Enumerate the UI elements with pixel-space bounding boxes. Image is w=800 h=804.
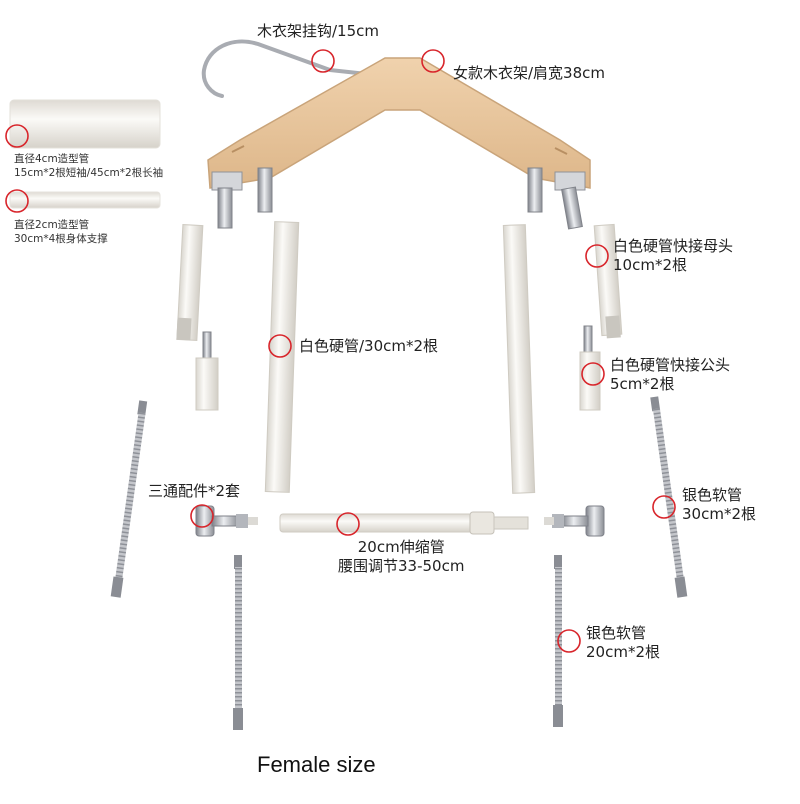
tee-fitting-left <box>195 505 258 537</box>
label-tee-fitting: 三通配件*2套 <box>148 482 241 500</box>
label-hose-20-line1: 银色软管 <box>586 624 647 642</box>
tee-fitting-right <box>544 505 605 537</box>
caption: Female size <box>257 752 376 777</box>
male-connector-left <box>195 331 219 411</box>
female-connector-right <box>593 223 623 339</box>
label-hanger: 女款木衣架/肩宽38cm <box>453 64 606 82</box>
marker-hose-20 <box>557 629 581 653</box>
label-tube-4cm-line1: 直径4cm造型管 <box>14 153 90 165</box>
label-female-connector-line2: 10cm*2根 <box>613 255 687 274</box>
marker-telescopic <box>336 512 360 536</box>
label-hose-30-line2: 30cm*2根 <box>682 504 756 523</box>
label-male-connector-line2: 5cm*2根 <box>610 374 675 393</box>
label-male-connector-line1: 白色硬管快接公头 <box>610 356 731 374</box>
label-hook: 木衣架挂钩/15cm <box>257 22 380 40</box>
female-connector-left <box>176 224 204 341</box>
label-female-connector-line1: 白色硬管快接母头 <box>613 237 734 255</box>
label-hose-20-line2: 20cm*2根 <box>586 642 660 661</box>
label-tube-2cm: 直径2cm造型管 30cm*4根身体支撑 <box>14 218 108 246</box>
marker-male-connector <box>581 362 605 386</box>
white-pipe-right <box>502 224 536 494</box>
marker-tee-fitting <box>190 504 214 528</box>
silver-hose-30-right <box>650 396 688 598</box>
silver-hose-20-left <box>233 555 243 730</box>
label-tube-4cm: 直径4cm造型管 15cm*2根短袖/45cm*2根长袖 <box>14 152 163 180</box>
hanger-clip-right <box>527 167 586 230</box>
label-tube-2cm-line1: 直径2cm造型管 <box>14 219 90 231</box>
telescopic-tube <box>279 511 529 535</box>
silver-hose-30-left <box>110 400 148 598</box>
label-hose-30-line1: 银色软管 <box>682 486 743 504</box>
label-hose-20: 银色软管 20cm*2根 <box>586 624 660 662</box>
marker-hook <box>311 49 335 73</box>
label-telescopic-line1: 20cm伸缩管 <box>357 538 445 556</box>
marker-tube-4cm <box>5 124 29 148</box>
label-telescopic: 20cm伸缩管 腰围调节33-50cm <box>338 538 464 576</box>
label-female-connector: 白色硬管快接母头 10cm*2根 <box>613 237 733 275</box>
tube-4cm-sample <box>9 99 161 149</box>
hanger-clip-left <box>211 167 273 229</box>
label-hose-30: 银色软管 30cm*2根 <box>682 486 756 524</box>
label-telescopic-line2: 腰围调节33-50cm <box>338 556 465 575</box>
tube-2cm-sample <box>9 191 161 209</box>
marker-white-pipe <box>268 334 292 358</box>
label-tube-4cm-line2: 15cm*2根短袖/45cm*2根长袖 <box>14 167 164 180</box>
label-white-pipe: 白色硬管/30cm*2根 <box>299 337 439 355</box>
marker-tube-2cm <box>5 189 29 213</box>
marker-female-connector <box>585 244 609 268</box>
label-male-connector: 白色硬管快接公头 5cm*2根 <box>610 356 730 394</box>
marker-hose-30 <box>652 495 676 519</box>
marker-hanger <box>421 49 445 73</box>
label-tube-2cm-line2: 30cm*4根身体支撑 <box>14 233 108 246</box>
wooden-hanger <box>207 57 591 189</box>
